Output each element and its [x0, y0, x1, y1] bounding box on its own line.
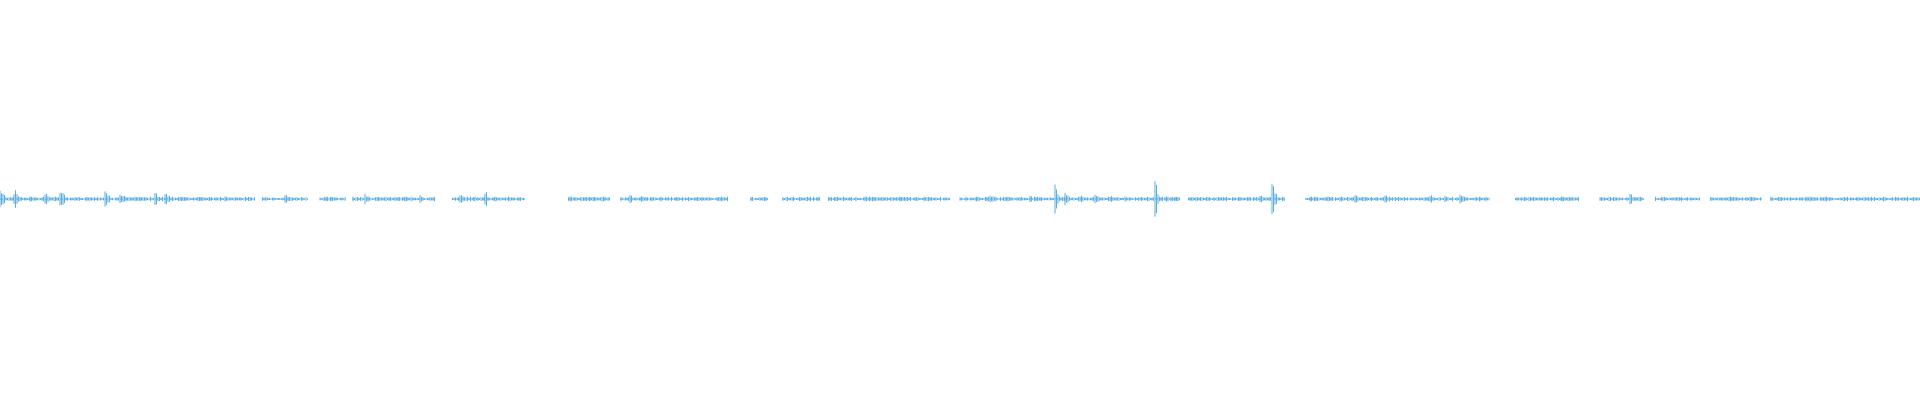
waveform-graphic	[0, 181, 1920, 217]
